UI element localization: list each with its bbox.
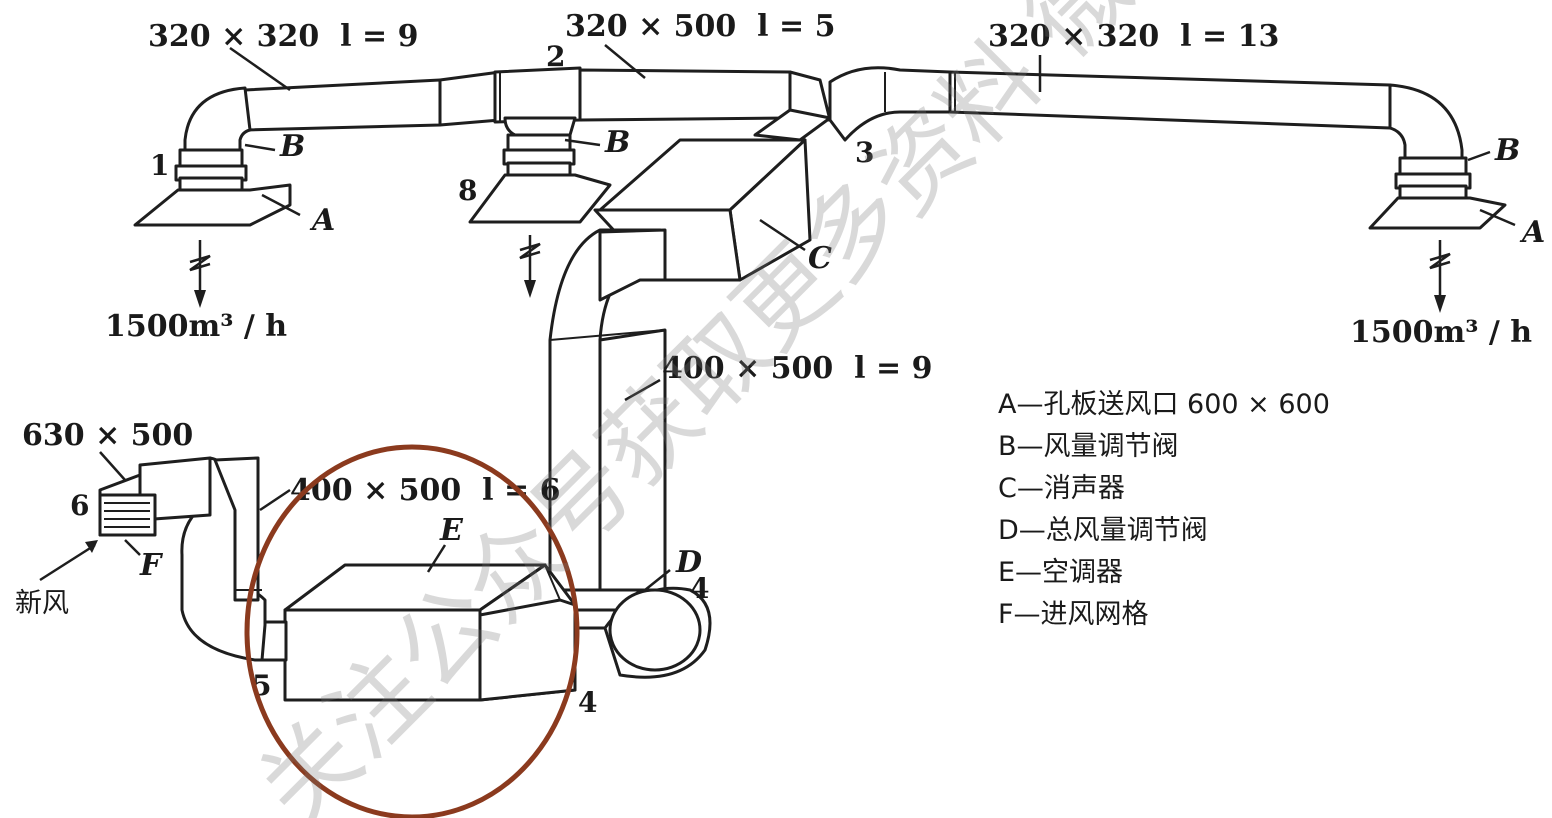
letter-c: C xyxy=(808,241,832,276)
node-numbers: 1 2 3 4 4 5 6 8 xyxy=(70,40,874,719)
letter-a-left: A xyxy=(309,203,335,238)
airflow-labels: 1500m³ / h 1500m³ / h xyxy=(105,309,1532,350)
legend-d: D—总风量调节阀 xyxy=(998,515,1208,546)
legend: A—孔板送风口 600 × 600 B—风量调节阀 C—消声器 D—总风量调节阀… xyxy=(998,389,1330,630)
main-trunk xyxy=(243,66,1392,142)
bottom-elbow xyxy=(558,586,712,679)
air-handler-e xyxy=(260,563,577,702)
component-letters: A A B B B C D E F 新风 xyxy=(15,125,1545,619)
dim-left-branch: 320 × 320 l = 9 xyxy=(148,19,418,54)
airflow-right: 1500m³ / h xyxy=(1350,315,1532,350)
letter-b-mid: B xyxy=(604,125,630,160)
dim-right-branch: 320 × 320 l = 13 xyxy=(988,19,1279,54)
legend-b: B—风量调节阀 xyxy=(998,431,1179,462)
dim-middle-branch: 320 × 500 l = 5 xyxy=(565,9,835,44)
right-outlet xyxy=(1368,83,1507,313)
letter-b-right: B xyxy=(1494,133,1520,168)
legend-c: C—消声器 xyxy=(998,473,1125,504)
letter-e: E xyxy=(439,513,464,548)
middle-outlet xyxy=(468,116,612,298)
legend-e: E—空调器 xyxy=(998,557,1123,588)
node-3: 3 xyxy=(855,136,874,169)
legend-a: A—孔板送风口 600 × 600 xyxy=(998,389,1330,420)
letter-b-left: B xyxy=(279,129,305,164)
leader-lines xyxy=(99,44,1516,591)
left-outlet xyxy=(133,86,292,308)
node-8: 8 xyxy=(458,174,477,207)
riser-duct xyxy=(548,228,667,592)
highlight-circle xyxy=(244,444,580,818)
fresh-air-duct xyxy=(39,456,267,662)
letter-a-right: A xyxy=(1519,215,1545,250)
node-4-upper: 4 xyxy=(690,572,709,605)
dimension-labels: 320 × 320 l = 9 320 × 500 l = 5 320 × 32… xyxy=(22,9,1279,508)
airflow-left: 1500m³ / h xyxy=(105,309,287,344)
letter-f: F xyxy=(139,548,164,583)
node-4-lower: 4 xyxy=(578,686,597,719)
node-2: 2 xyxy=(546,40,565,73)
legend-f: F—进风网格 xyxy=(998,599,1149,630)
dim-riser: 400 × 500 l = 9 xyxy=(662,351,932,386)
node-1: 1 xyxy=(150,149,169,182)
letter-d: D xyxy=(675,545,702,580)
silencer-c xyxy=(593,108,832,282)
fresh-air-label: 新风 xyxy=(15,588,69,619)
dim-fresh-air: 630 × 500 xyxy=(22,418,193,453)
node-6: 6 xyxy=(70,489,89,522)
